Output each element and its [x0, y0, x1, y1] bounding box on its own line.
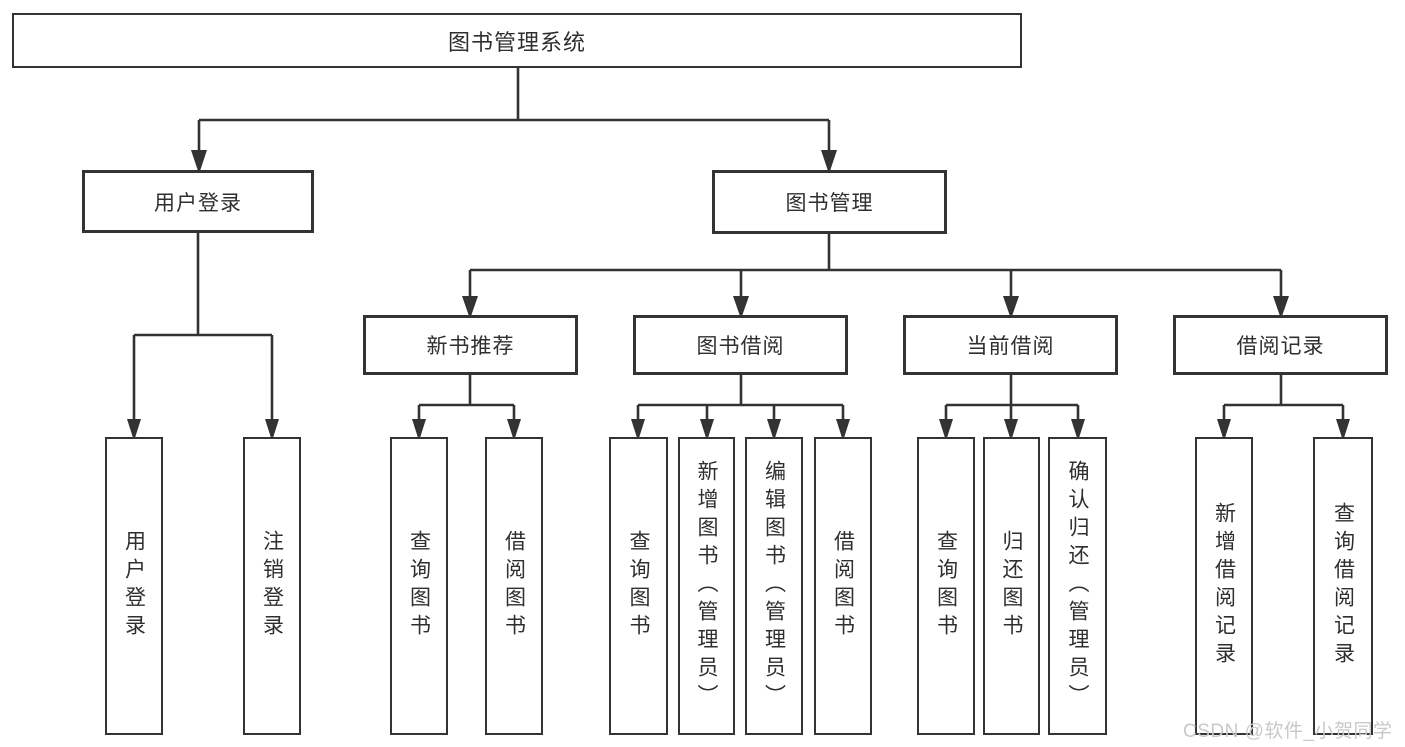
node-current-borrowing: 当前借阅 [903, 315, 1118, 375]
node-book-management: 图书管理 [712, 170, 947, 234]
csdn-watermark: CSDN @软件_小贺同学 [1183, 721, 1393, 742]
node-user-login: 用户登录 [82, 170, 314, 233]
leaf-confirm-return-admin: 确认归还（管理员） [1048, 437, 1107, 735]
leaf-query-borrow-record: 查询借阅记录 [1313, 437, 1373, 735]
node-borrowing-records: 借阅记录 [1173, 315, 1388, 375]
leaf-logout: 注销登录 [243, 437, 301, 735]
node-new-book-recommendation: 新书推荐 [363, 315, 578, 375]
leaf-user-login: 用户登录 [105, 437, 163, 735]
leaf-add-books-admin: 新增图书（管理员） [678, 437, 735, 735]
leaf-query-books-current: 查询图书 [917, 437, 975, 735]
node-book-borrowing: 图书借阅 [633, 315, 848, 375]
leaf-query-books-borrowing: 查询图书 [609, 437, 668, 735]
node-library-management-system: 图书管理系统 [12, 13, 1022, 68]
leaf-borrow-books-recommend: 借阅图书 [485, 437, 543, 735]
leaf-add-borrow-record: 新增借阅记录 [1195, 437, 1253, 735]
leaf-borrow-books: 借阅图书 [814, 437, 872, 735]
leaf-query-books-recommend: 查询图书 [390, 437, 448, 735]
leaf-return-books: 归还图书 [983, 437, 1040, 735]
leaf-edit-books-admin: 编辑图书（管理员） [745, 437, 803, 735]
